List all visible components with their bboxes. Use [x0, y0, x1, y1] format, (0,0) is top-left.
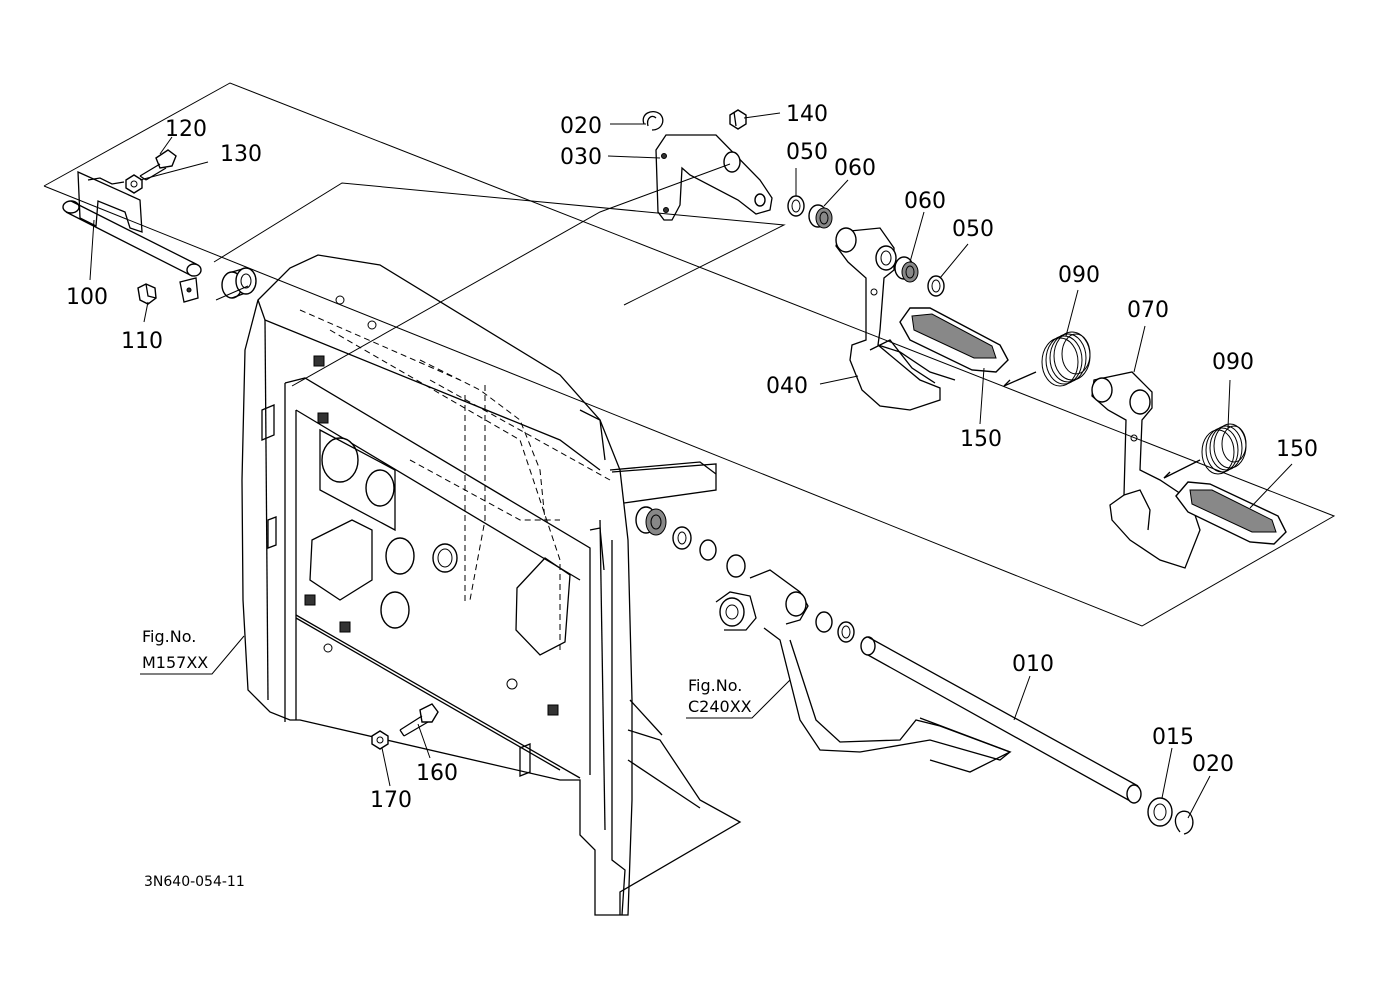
part-100-shaft [62, 170, 202, 303]
callout-020-bottom: 020 [1192, 752, 1234, 777]
callout-150-b: 150 [1276, 437, 1318, 462]
part-020-snap-ring-bottom [1174, 810, 1194, 835]
figure-reference-right: Fig.No. C240XX [688, 676, 752, 716]
part-060-bearing-b [894, 256, 919, 283]
callout-070: 070 [1127, 298, 1169, 323]
callout-010: 010 [1012, 652, 1054, 677]
callout-020-top: 020 [560, 114, 602, 139]
callout-030: 030 [560, 145, 602, 170]
part-030-bracket [655, 134, 773, 221]
part-needle-bearing-right [635, 506, 667, 536]
callout-170: 170 [370, 788, 412, 813]
part-120-bolt [139, 149, 177, 181]
part-130-nut [125, 174, 143, 194]
part-010-shaft [860, 636, 1142, 804]
drawing-code: 3N640-054-11 [144, 874, 245, 890]
figure-ref-label-right: Fig.No. [688, 676, 742, 695]
reference-frame-bracket [213, 182, 786, 306]
callout-050-a: 050 [786, 140, 828, 165]
part-015-washer [1147, 797, 1173, 827]
part-050-washer-b [927, 275, 945, 297]
callout-015: 015 [1152, 725, 1194, 750]
callout-140: 140 [786, 102, 828, 127]
figure-ref-code-left: M157XX [142, 653, 208, 672]
part-170-nut [371, 730, 389, 750]
callout-120: 120 [165, 117, 207, 142]
part-140-nut [729, 109, 747, 130]
part-070-pedal [1091, 371, 1201, 569]
part-060-bearing-a [808, 204, 833, 229]
leader-lines [89, 112, 1293, 819]
part-160-bolt [399, 703, 439, 737]
part-pedal-lower [715, 569, 1012, 773]
part-090-spring-b [1163, 423, 1247, 479]
callout-050-b: 050 [952, 217, 994, 242]
part-050-washer-a [787, 195, 805, 217]
part-washer-lower [815, 611, 855, 643]
part-020-snap-ring-top [642, 110, 664, 131]
callout-060-a: 060 [834, 156, 876, 181]
part-needle-bearing-left [221, 267, 257, 299]
reference-frame-outer [43, 82, 1336, 627]
figure-ref-label-left: Fig.No. [142, 627, 196, 646]
part-150-pedal-pad-a [899, 307, 1009, 373]
callout-160: 160 [416, 761, 458, 786]
callout-110: 110 [121, 329, 163, 354]
figure-ref-code-right: C240XX [688, 697, 752, 716]
part-150-pedal-pad-b [1175, 481, 1287, 545]
callout-labels: 120 130 100 110 020 140 030 050 060 060 … [66, 102, 1318, 813]
part-090-spring-a [1003, 331, 1091, 387]
part-040-pedal [835, 227, 956, 411]
callout-130: 130 [220, 142, 262, 167]
front-panel-frame [241, 254, 742, 916]
callout-100: 100 [66, 285, 108, 310]
callout-090-a: 090 [1058, 263, 1100, 288]
callout-090-b: 090 [1212, 350, 1254, 375]
callout-040: 040 [766, 374, 808, 399]
figure-reference-left: Fig.No. M157XX [142, 627, 208, 672]
part-collar-lower [672, 526, 746, 578]
part-110-nut [137, 283, 157, 305]
callout-150-a: 150 [960, 427, 1002, 452]
callout-060-b: 060 [904, 189, 946, 214]
